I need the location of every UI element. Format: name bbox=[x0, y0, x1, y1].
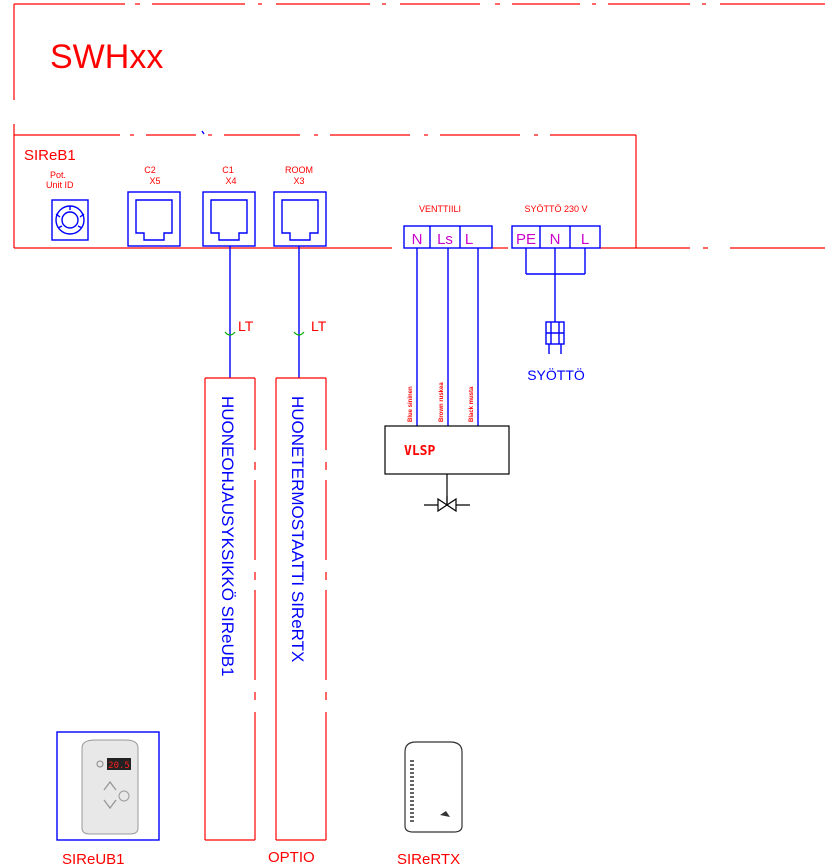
optio-caption: OPTIO bbox=[268, 849, 315, 866]
room-control-frame bbox=[204, 377, 256, 841]
supply-terminal-block[interactable] bbox=[511, 225, 601, 249]
device-display-value: 20.5 bbox=[108, 761, 130, 771]
unit-title: SWHxx bbox=[50, 38, 163, 76]
valve-icon bbox=[424, 496, 470, 513]
sireub1-caption: SIReUB1 bbox=[62, 851, 125, 868]
sirertx-caption: SIReRTX bbox=[397, 851, 460, 868]
sireub1-device-image: 20.5 bbox=[56, 731, 160, 841]
supply-pin-n: N bbox=[550, 231, 561, 248]
valve-terminal-label: VENTTIILI bbox=[419, 204, 461, 214]
supply-plug-label: SYÖTTÖ bbox=[527, 366, 585, 383]
valve-wires bbox=[416, 248, 479, 426]
supply-plug-icon bbox=[545, 321, 565, 354]
vlsp-label: VLSP bbox=[404, 444, 435, 459]
board-name: SIReB1 bbox=[24, 147, 76, 164]
valve-pin-ls: Ls bbox=[437, 231, 453, 248]
valve-pin-l: L bbox=[465, 231, 473, 248]
room-thermostat-frame bbox=[275, 377, 327, 841]
room-control-text: HUONEOHJAUSYKSIKKÖ SIReUB1 bbox=[218, 396, 237, 677]
wire-label-brown: Brown ruskea bbox=[439, 382, 445, 422]
cable-c1-label: LT bbox=[238, 318, 254, 334]
cable-room bbox=[293, 246, 305, 378]
room-thermostat-text: HUONETERMOSTAATTI SIReRTX bbox=[288, 396, 307, 662]
connector-room-label-1: ROOM bbox=[285, 165, 313, 175]
supply-terminal-label: SYÖTTÖ 230 V bbox=[524, 204, 587, 214]
connector-c1-label-1: C1 bbox=[222, 165, 234, 175]
potentiometer-icon[interactable] bbox=[51, 199, 89, 241]
wire-label-blue: Blue sininen bbox=[408, 386, 414, 422]
vlsp-actuator-box bbox=[384, 425, 510, 505]
cable-c1 bbox=[224, 246, 236, 378]
wire-label-black: Black musta bbox=[469, 386, 475, 422]
sirertx-device-image bbox=[404, 741, 463, 833]
connector-room-label-2: X3 bbox=[293, 176, 304, 186]
board-frame bbox=[13, 124, 825, 249]
supply-wires bbox=[525, 248, 586, 322]
valve-pin-n: N bbox=[412, 231, 423, 248]
connector-c1-icon[interactable] bbox=[202, 191, 256, 247]
cable-room-label: LT bbox=[311, 318, 327, 334]
connector-c1-label-2: X4 bbox=[225, 176, 236, 186]
supply-pin-pe: PE bbox=[516, 231, 536, 248]
supply-pin-l: L bbox=[581, 231, 589, 248]
connector-c2-icon[interactable] bbox=[127, 191, 181, 247]
pot-label-2: Unit ID bbox=[46, 180, 74, 190]
swh-frame bbox=[13, 3, 825, 100]
connector-room-icon[interactable] bbox=[273, 191, 327, 247]
connector-c2-label-2: X5 bbox=[149, 176, 160, 186]
pot-label-1: Pot. bbox=[50, 170, 66, 180]
connector-c2-label-1: C2 bbox=[144, 165, 156, 175]
